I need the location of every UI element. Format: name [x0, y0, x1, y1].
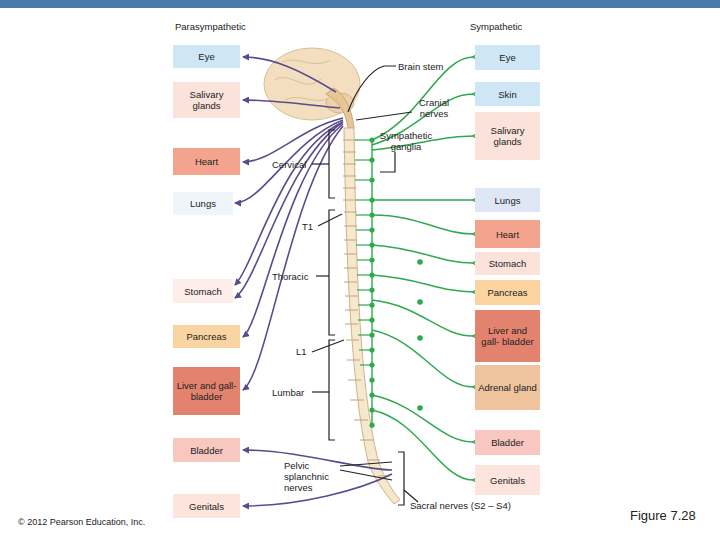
organ-name: Eye: [198, 51, 214, 62]
spinal-cord: [343, 128, 400, 504]
organ-box: Genitals: [475, 465, 540, 495]
organ-box: Bladder: [475, 430, 540, 455]
copyright-note: © 2012 Pearson Education, Inc.: [18, 517, 238, 528]
anatomy-label: T1: [302, 221, 322, 232]
organ-name: Stomach: [489, 258, 527, 269]
sympathetic-chain: [355, 137, 423, 428]
organ-box: Stomach: [475, 252, 540, 275]
division-heading: Parasympathetic: [175, 21, 275, 32]
organ-name: Heart: [195, 156, 218, 167]
organ-box: Lungs: [475, 188, 540, 212]
organ-box: Liver and gall- bladder: [475, 310, 540, 362]
organ-box: Skin: [475, 82, 540, 106]
figure-caption: Figure 7.28: [630, 508, 718, 523]
anatomy-label: Sacral nerves (S2 – S4): [410, 500, 550, 511]
organ-box: Liver and gall- bladder: [173, 367, 240, 415]
organ-box: Genitals: [173, 494, 240, 518]
organ-name: Liver and gall- bladder: [478, 325, 537, 347]
organ-box: Stomach: [173, 279, 233, 303]
organ-name: Lungs: [495, 195, 521, 206]
organ-name: Genitals: [490, 475, 525, 486]
organ-name: Bladder: [190, 445, 223, 456]
sympathetic-fibers: [372, 57, 473, 480]
division-heading: Sympathetic: [470, 21, 560, 32]
organ-name: Pancreas: [487, 287, 527, 298]
organ-name: Skin: [498, 89, 516, 100]
anatomy-label: Brain stem: [398, 61, 468, 72]
anatomy-label: Lumbar: [272, 387, 316, 398]
organ-box: Eye: [173, 45, 240, 68]
organ-name: Pancreas: [186, 331, 226, 342]
organ-name: Adrenal gland: [478, 382, 537, 393]
organ-box: Salivary glands: [173, 82, 240, 118]
organ-box: Salivary glands: [475, 112, 540, 160]
organ-name: Salivary glands: [176, 89, 237, 111]
organ-box: Eye: [475, 45, 540, 70]
anatomy-label: Thoracic: [272, 271, 316, 282]
organ-name: Salivary glands: [478, 125, 537, 147]
organ-box: Lungs: [173, 192, 233, 215]
organ-box: Bladder: [173, 438, 240, 462]
organ-box: Pancreas: [173, 325, 240, 348]
brain: [264, 48, 360, 128]
anatomy-label: Pelvic splanchnic nerves: [284, 460, 346, 493]
organ-name: Bladder: [491, 437, 524, 448]
organ-name: Liver and gall- bladder: [176, 380, 237, 402]
organ-name: Stomach: [184, 286, 222, 297]
organ-name: Eye: [499, 52, 515, 63]
organ-name: Lungs: [190, 198, 216, 209]
anatomy-label: Cranial nerves: [408, 97, 460, 119]
organ-name: Heart: [496, 229, 519, 240]
organ-box: Heart: [173, 148, 240, 175]
anatomy-label: Cervical: [272, 159, 316, 170]
organ-name: Genitals: [189, 501, 224, 512]
parasympathetic-fibers: [235, 57, 392, 506]
organ-box: Adrenal gland: [475, 365, 540, 410]
anatomy-label: Sympathetic ganglia: [368, 130, 444, 152]
anatomy-label: L1: [296, 346, 316, 357]
organ-box: Pancreas: [475, 280, 540, 305]
header-bar: [0, 0, 720, 8]
organ-box: Heart: [475, 220, 540, 248]
